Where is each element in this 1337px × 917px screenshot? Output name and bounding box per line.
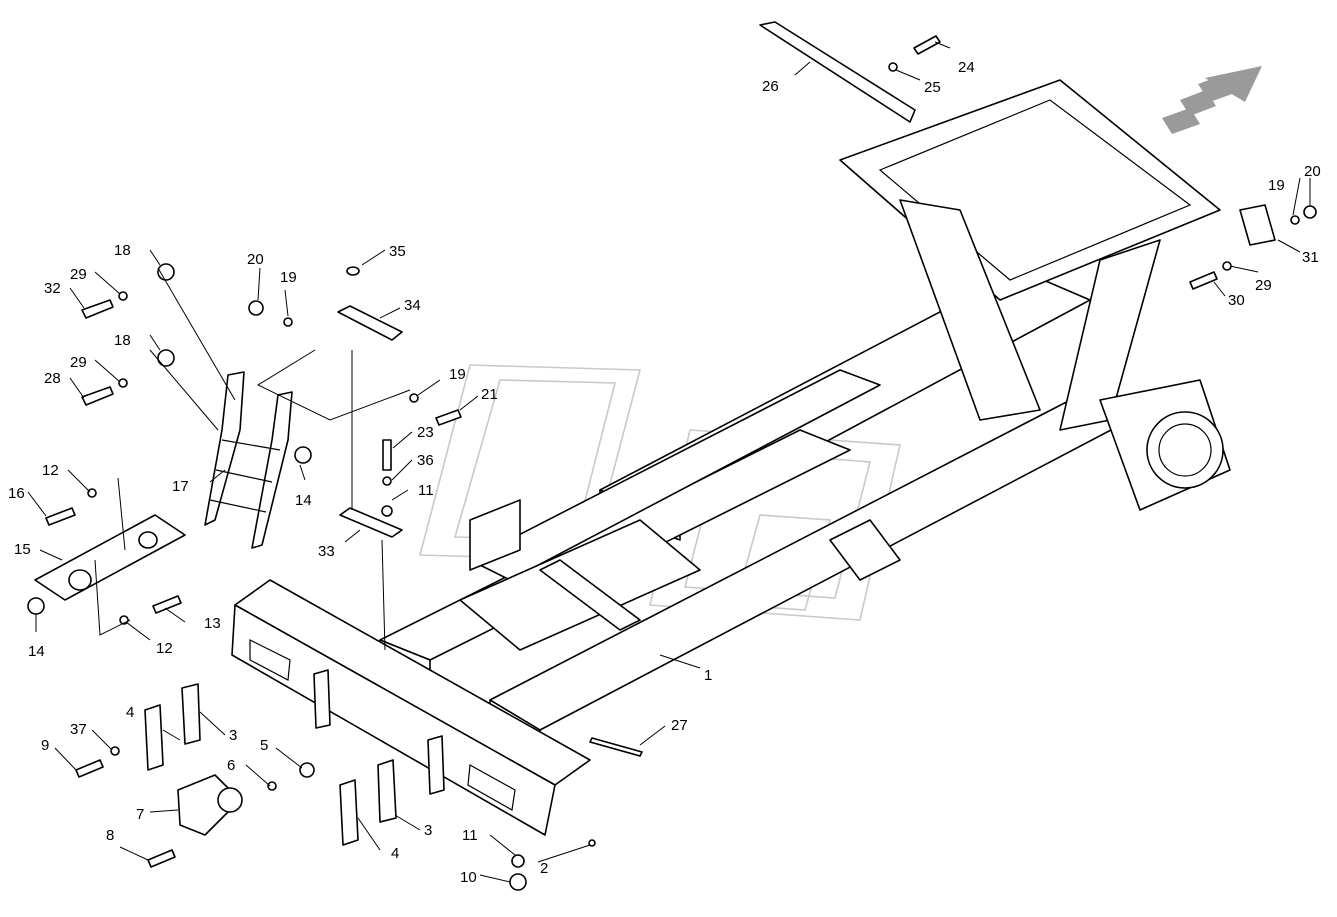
callout: 17 — [172, 478, 189, 495]
callout: 27 — [671, 717, 688, 734]
direction-arrow-icon — [1162, 66, 1262, 134]
access-ladder — [204, 371, 293, 549]
part-callouts: 1 2 3 3 4 4 5 6 7 8 9 10 11 11 12 12 13 … — [8, 59, 1321, 886]
callout: 37 — [70, 721, 87, 738]
callout: 30 — [1228, 292, 1245, 309]
callout: 29 — [1255, 277, 1272, 294]
callout: 7 — [136, 806, 144, 823]
callout: 8 — [106, 827, 114, 844]
callout: 33 — [318, 543, 335, 560]
mounting-pad — [34, 514, 186, 601]
callout: 18 — [114, 242, 131, 259]
front-bumper — [231, 579, 591, 836]
callout: 35 — [389, 243, 406, 260]
spacer-plates — [144, 669, 445, 846]
callout: 5 — [260, 737, 268, 754]
callout: 1 — [704, 667, 712, 684]
callout: 10 — [460, 869, 477, 886]
callout: 32 — [44, 280, 61, 297]
callout: 21 — [481, 386, 498, 403]
callout: 20 — [1304, 163, 1321, 180]
callout: 4 — [126, 704, 134, 721]
callout: 11 — [462, 827, 478, 844]
callout: 14 — [28, 643, 45, 660]
callout: 19 — [1268, 177, 1285, 194]
leader-lines — [27, 41, 1311, 883]
callout: 36 — [417, 452, 434, 469]
callout: 19 — [280, 269, 297, 286]
callout: 9 — [41, 737, 49, 754]
callout: 3 — [229, 727, 237, 744]
callout: 11 — [418, 482, 434, 499]
callout: 28 — [44, 370, 61, 387]
callout: 14 — [295, 492, 312, 509]
callout: 16 — [8, 485, 25, 502]
callout: 2 — [540, 860, 548, 877]
callout: 19 — [449, 366, 466, 383]
callout: 12 — [42, 462, 59, 479]
fasteners — [27, 35, 1317, 891]
top-bracket — [759, 21, 916, 123]
callout: 12 — [156, 640, 173, 657]
tow-coupling — [177, 774, 243, 836]
callout: 29 — [70, 354, 87, 371]
side-plate — [1239, 204, 1276, 246]
callout: 23 — [417, 424, 434, 441]
brackets — [337, 305, 403, 538]
callout: 29 — [70, 266, 87, 283]
callout: 34 — [404, 297, 421, 314]
callout: 3 — [424, 822, 432, 839]
callout: 24 — [958, 59, 975, 76]
callout: 25 — [924, 79, 941, 96]
callout: 20 — [247, 251, 264, 268]
main-frame — [379, 79, 1231, 751]
callout: 6 — [227, 757, 235, 774]
callout: 4 — [391, 845, 399, 862]
callout: 31 — [1302, 249, 1319, 266]
callout: 13 — [204, 615, 221, 632]
callout: 26 — [762, 78, 779, 95]
callout: 15 — [14, 541, 31, 558]
callout: 18 — [114, 332, 131, 349]
